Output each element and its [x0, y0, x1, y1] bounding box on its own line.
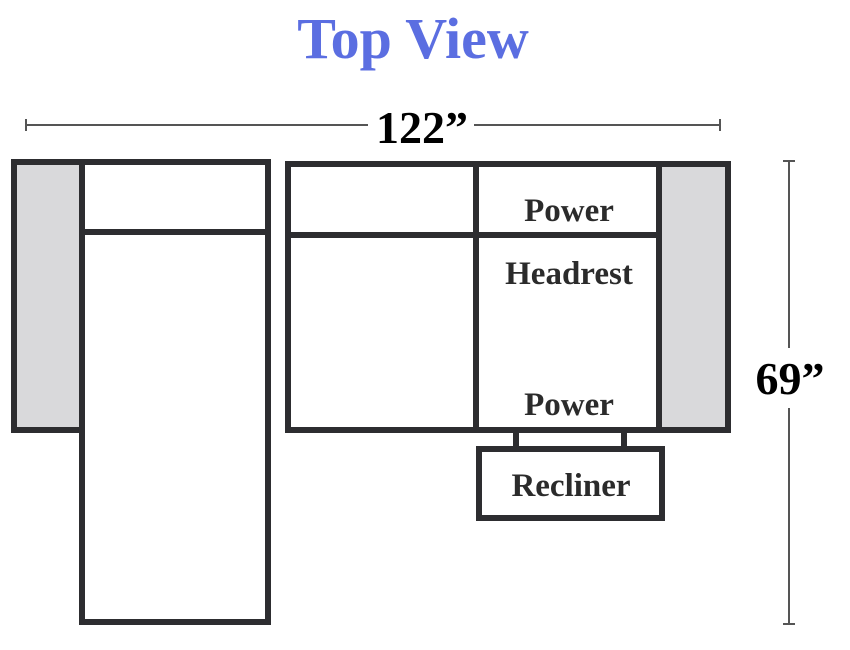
- chaise-seat: [79, 229, 271, 625]
- power-bottom-label: Power: [524, 387, 614, 423]
- depth-dimension: 69”: [756, 160, 825, 625]
- left-chaise-section: [11, 159, 271, 625]
- chaise-back-cushion: [79, 159, 271, 235]
- footrest-box: [476, 446, 665, 521]
- width-dimension: 122”: [25, 102, 721, 153]
- depth-dimension-label: 69”: [756, 353, 825, 404]
- left-arm: [11, 159, 85, 433]
- recliner-footrest: [476, 430, 665, 521]
- right-sofa-section: [285, 161, 731, 433]
- headrest-label: Headrest: [505, 256, 633, 292]
- recliner-label: Recliner: [511, 468, 630, 504]
- power-top-label: Power: [524, 193, 614, 229]
- width-dimension-label: 122”: [376, 102, 468, 153]
- right-arm: [656, 161, 731, 433]
- diagram-title: Top View: [297, 6, 529, 71]
